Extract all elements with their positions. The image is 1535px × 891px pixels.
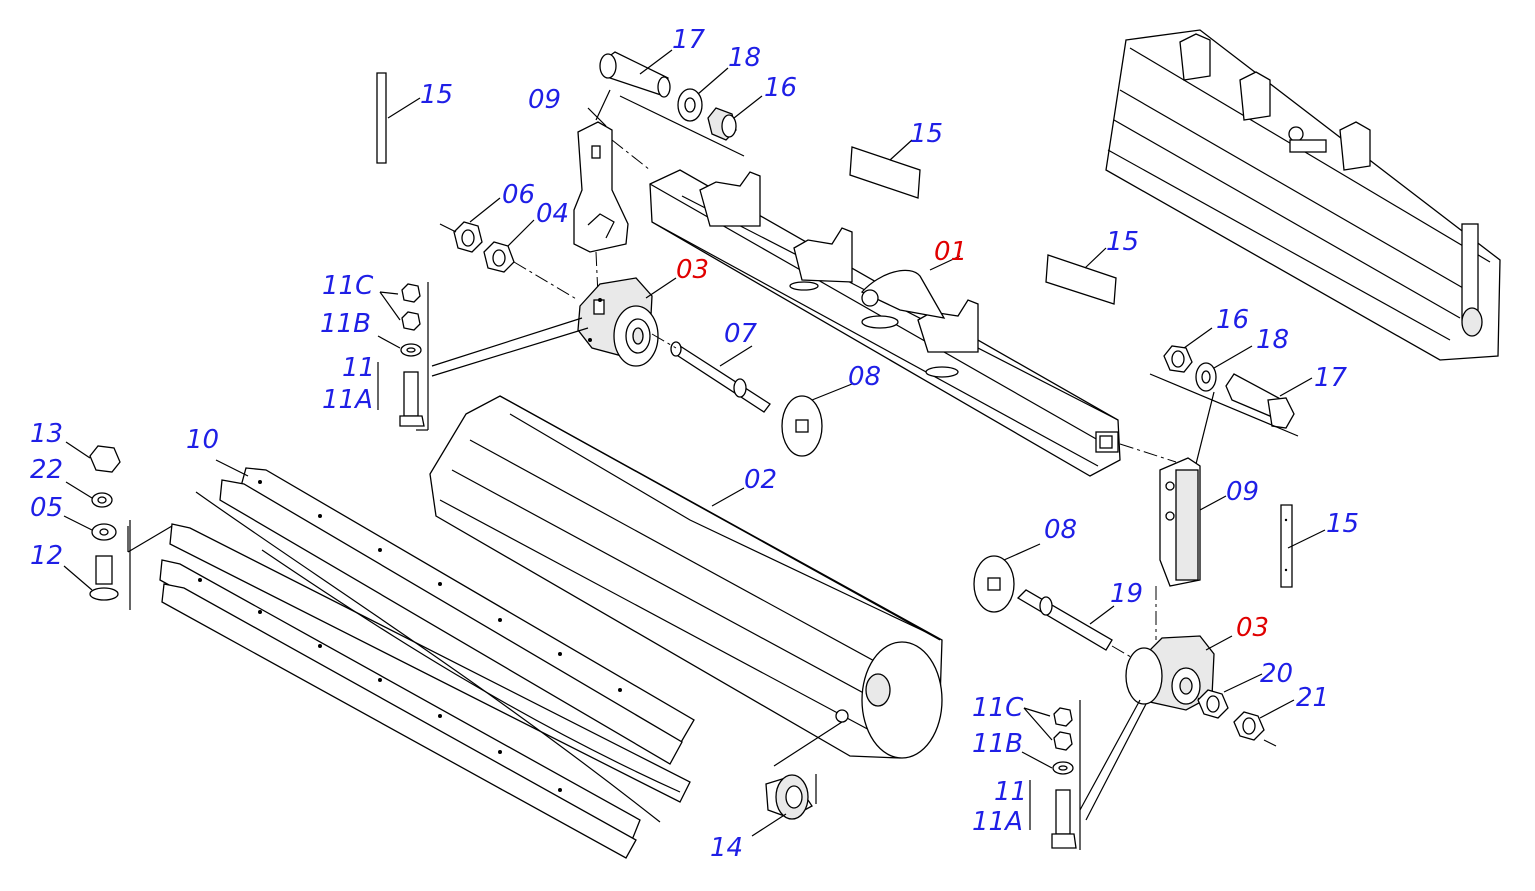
nut-20 [1197, 673, 1263, 719]
label-09-top: 09 [528, 85, 561, 115]
decal-15-middle [1045, 247, 1117, 305]
nut-06 [439, 197, 501, 253]
label-07: 07 [724, 319, 758, 349]
decal-15-top-left [376, 72, 421, 164]
bolt-17-right [1149, 373, 1313, 465]
label-15-top-left: 15 [420, 80, 453, 110]
washer-08-top [781, 383, 1177, 463]
label-02: 02 [744, 465, 777, 495]
bearing-housing-03-top [431, 277, 677, 377]
nut-16-right [1163, 327, 1213, 373]
label-18-right: 18 [1256, 325, 1289, 355]
bushing-14 [751, 774, 817, 837]
label-20: 20 [1260, 659, 1293, 689]
label-11-top: 11 [342, 353, 375, 383]
label-15-top-center: 15 [910, 119, 943, 149]
label-11A-top: 11A [322, 385, 373, 415]
label-06: 06 [502, 180, 535, 210]
bracket-09-right [1155, 457, 1227, 640]
shaft-19 [1016, 589, 1137, 661]
label-09-right: 09 [1226, 477, 1259, 507]
label-16-top: 16 [764, 73, 797, 103]
label-10: 10 [186, 425, 219, 455]
label-19: 19 [1110, 579, 1143, 609]
label-11B-bottom: 11B [972, 729, 1023, 759]
shaft-07 [651, 333, 771, 413]
decal-15-right [1280, 504, 1326, 588]
fastener-stack-11-bottom [1021, 699, 1147, 850]
strips-10 [127, 459, 695, 859]
washer-18-top [677, 67, 729, 122]
rotor-drum-02 [429, 395, 943, 767]
label-21: 21 [1296, 683, 1329, 713]
label-15-middle: 15 [1106, 227, 1139, 257]
label-17-top: 17 [672, 25, 706, 55]
nut-16-top [595, 89, 763, 157]
label-08-top: 08 [848, 362, 881, 392]
decal-15-top-center [849, 139, 921, 199]
label-14: 14 [710, 833, 743, 863]
washer-18-right [1195, 345, 1253, 392]
bolt-17-top [599, 49, 673, 98]
label-01: 01 [934, 237, 967, 267]
label-15-right: 15 [1326, 509, 1359, 539]
label-03-right: 03 [1236, 613, 1269, 643]
nut-04 [483, 219, 579, 301]
label-16-right: 16 [1216, 305, 1249, 335]
part-labels: 15 17 18 16 09 15 06 04 01 15 03 11C 11B… [30, 25, 1359, 863]
label-13: 13 [30, 419, 63, 449]
nut-21 [1233, 699, 1295, 747]
label-12: 12 [30, 541, 63, 571]
label-11B-top: 11B [320, 309, 371, 339]
frame-beam-01 [649, 169, 1121, 477]
label-03-top: 03 [676, 255, 709, 285]
label-22: 22 [30, 455, 63, 485]
label-11C-bottom: 11C [972, 693, 1024, 723]
label-04: 04 [536, 199, 569, 229]
label-11C-top: 11C [322, 271, 374, 301]
label-17-right: 17 [1314, 363, 1348, 393]
bracket-09-top [573, 107, 651, 297]
fastener-stack-left [63, 441, 131, 610]
label-11-bottom: 11 [994, 777, 1027, 807]
fastener-stack-11-top [377, 282, 429, 431]
label-08-right: 08 [1044, 515, 1077, 545]
assembled-rotor-overview [1105, 29, 1501, 361]
washer-08-right [973, 543, 1041, 613]
label-05: 05 [30, 493, 63, 523]
label-11A-bottom: 11A [972, 807, 1023, 837]
label-18-top: 18 [728, 43, 761, 73]
